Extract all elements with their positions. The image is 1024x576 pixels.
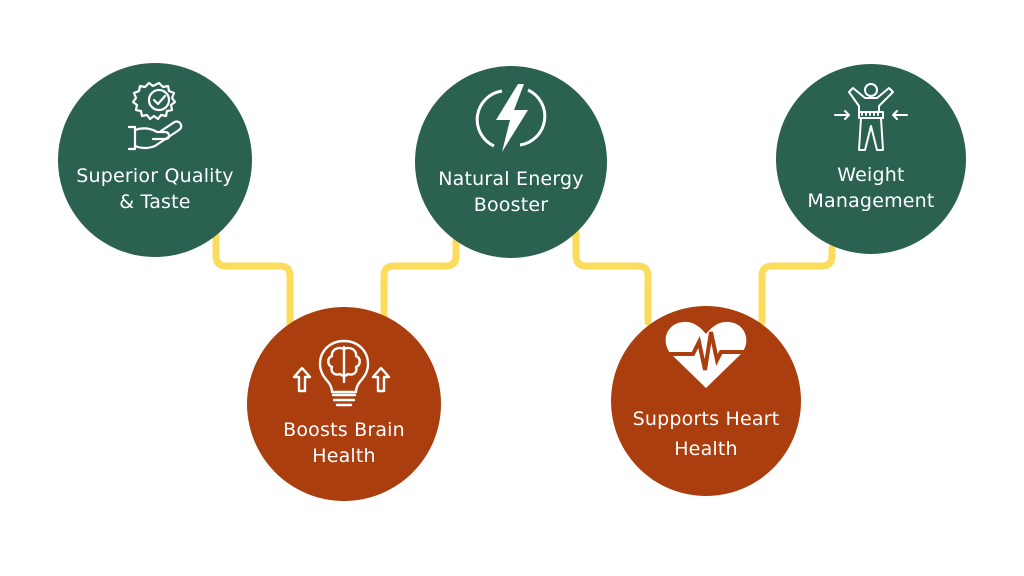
label-line-2: Booster [473, 194, 549, 216]
benefit-brain-health: Boosts Brain Health [247, 307, 441, 501]
lightning-bolt-icon [475, 84, 547, 152]
label-line-2: Health [674, 438, 738, 460]
benefit-superior-quality: Superior Quality & Taste [58, 63, 252, 257]
brain-lightbulb-icon [292, 339, 391, 407]
heart-pulse-icon [663, 321, 749, 388]
label-line-2: Health [312, 445, 376, 467]
benefit-weight-management: Weight Management [776, 64, 966, 254]
connector-3-4 [572, 228, 652, 326]
label-line-1: Supports Heart [632, 408, 780, 430]
benefit-natural-energy: Natural Energy Booster [415, 66, 607, 258]
connector-1-2 [212, 224, 294, 334]
label-line-1: Natural Energy [438, 168, 584, 190]
benefit-label: Boosts Brain Health [283, 417, 405, 469]
label-line-2: Management [807, 190, 935, 212]
hand-quality-badge-icon [127, 81, 183, 151]
connector-2-3 [380, 234, 460, 334]
benefit-label: Natural Energy Booster [438, 166, 583, 218]
benefit-label: Supports Heart Health [633, 404, 780, 464]
body-measure-icon [834, 83, 908, 151]
label-line-1: Superior Quality [76, 165, 234, 187]
benefit-label: Weight Management [807, 162, 934, 214]
label-line-1: Boosts Brain [283, 419, 405, 441]
label-line-1: Weight [837, 164, 905, 186]
benefit-label: Superior Quality & Taste [76, 163, 234, 215]
label-line-2: & Taste [119, 191, 191, 213]
benefit-heart-health: Supports Heart Health [611, 306, 801, 496]
connector-4-5 [758, 244, 836, 326]
